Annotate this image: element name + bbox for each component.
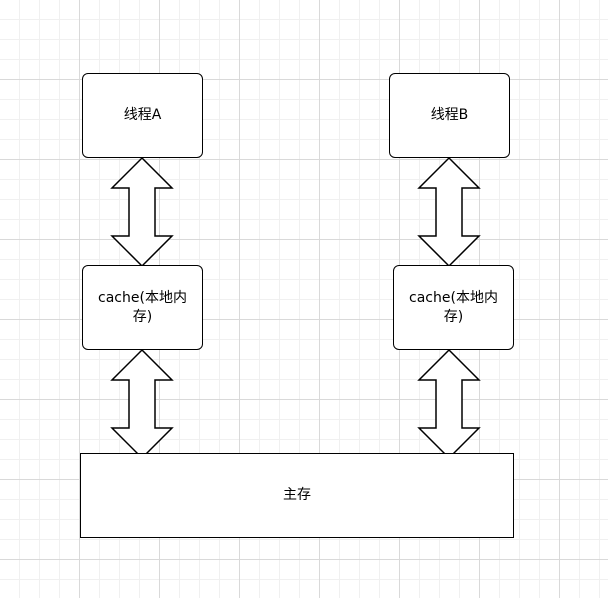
double-arrow-thread-a-cache-a[interactable]: [110, 156, 174, 268]
double-arrow-cache-b-main-memory[interactable]: [417, 348, 481, 460]
thread-a-box[interactable]: 线程A: [82, 73, 203, 158]
cache-b-label-line1: cache(本地内: [409, 289, 498, 306]
double-arrow-thread-b-cache-b[interactable]: [417, 156, 481, 268]
cache-a-label-line2: 存): [132, 308, 153, 325]
cache-a-box[interactable]: cache(本地内 存): [82, 265, 203, 350]
main-memory-box[interactable]: 主存: [80, 453, 514, 538]
double-arrow-cache-a-main-memory[interactable]: [110, 348, 174, 460]
thread-b-box[interactable]: 线程B: [389, 73, 510, 158]
main-memory-label: 主存: [283, 487, 311, 503]
cache-a-label-line1: cache(本地内: [98, 289, 187, 306]
cache-b-label-line2: 存): [443, 308, 464, 325]
thread-a-label: 线程A: [123, 107, 162, 123]
cache-b-box[interactable]: cache(本地内 存): [393, 265, 514, 350]
thread-b-label: 线程B: [430, 107, 469, 123]
